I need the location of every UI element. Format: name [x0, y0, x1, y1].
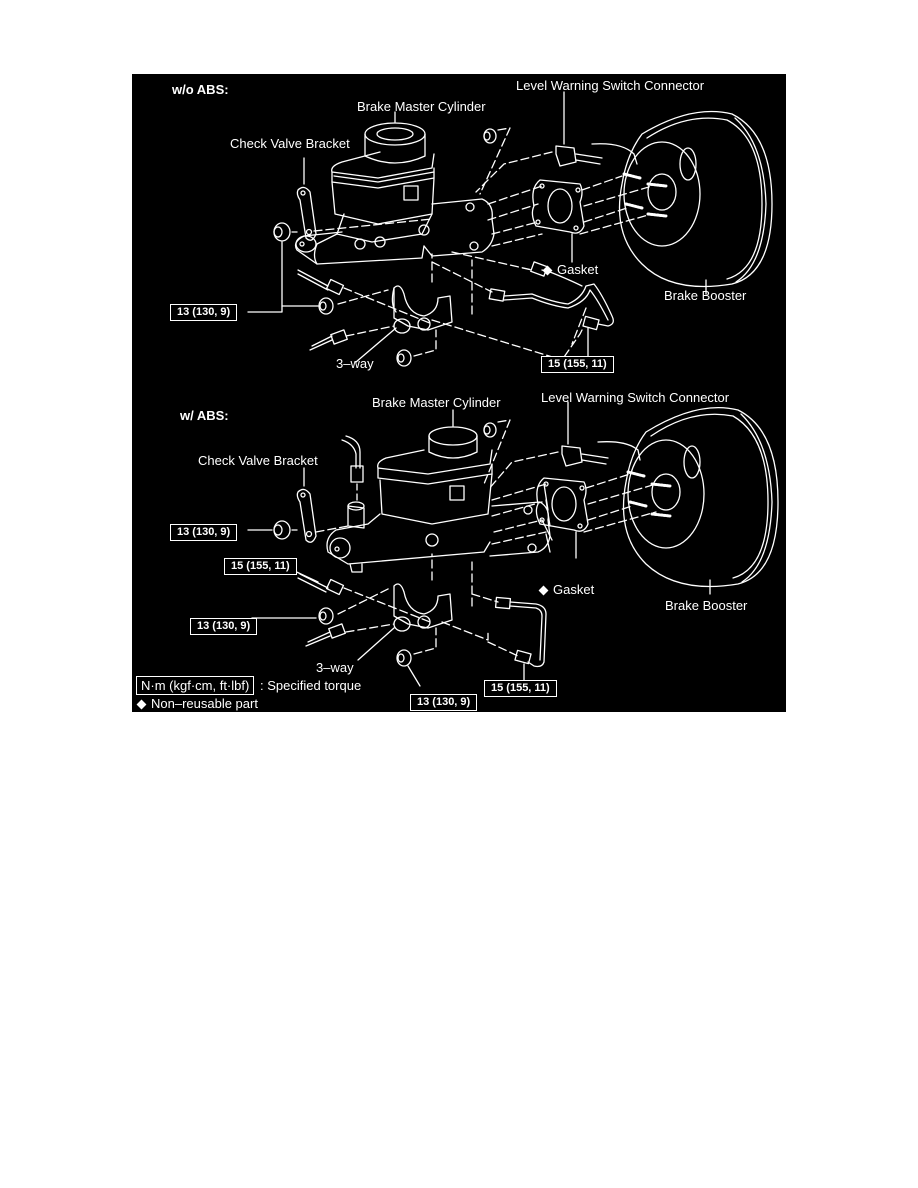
- bottom-level-switch-connector-drawing: [479, 127, 641, 491]
- bottom-brake-tubes-drawing: [471, 593, 547, 681]
- torque-box: 15 (155, 11): [224, 558, 297, 575]
- label-level-warning-switch-connector: Level Warning Switch Connector: [516, 78, 705, 93]
- diamond-icon: [538, 585, 549, 596]
- torque-box: 13 (130, 9): [410, 694, 478, 711]
- diamond-icon: [136, 699, 147, 710]
- top-3way-bracket-drawing: [247, 241, 563, 367]
- torque-box: 15 (155, 11): [484, 680, 557, 697]
- bottom-gasket-drawing: [491, 473, 657, 559]
- torque-box: 13 (130, 9): [190, 618, 258, 635]
- torque-box: 15 (155, 11): [541, 356, 614, 373]
- label-gasket: Gasket: [538, 582, 594, 597]
- top-brake-booster-drawing: [618, 110, 773, 295]
- torque-box: 13 (130, 9): [170, 304, 238, 321]
- legend-non-reusable: Non–reusable part: [136, 696, 258, 711]
- label-check-valve-bracket: Check Valve Bracket: [230, 136, 350, 151]
- legend-torque-description: : Specified torque: [260, 678, 362, 693]
- gasket-text: Gasket: [553, 582, 595, 597]
- section-title-with-abs: w/ ABS:: [180, 408, 229, 423]
- label-3-way: 3–way: [316, 660, 354, 675]
- torque-box: 13 (130, 9): [170, 524, 238, 541]
- label-brake-master-cylinder: Brake Master Cylinder: [372, 395, 501, 410]
- legend-non-reusable-text: Non–reusable part: [151, 696, 258, 711]
- label-gasket: Gasket: [542, 262, 598, 277]
- label-brake-booster: Brake Booster: [664, 288, 747, 303]
- top-master-cylinder-drawing: [294, 111, 495, 265]
- label-brake-master-cylinder: Brake Master Cylinder: [357, 99, 486, 114]
- diagram-panel: w/o ABS: Brake Master Cylinder Check Val…: [132, 74, 786, 712]
- gasket-text: Gasket: [557, 262, 599, 277]
- top-check-valve-bracket-drawing: [273, 157, 433, 242]
- diamond-icon: [542, 265, 553, 276]
- label-3-way: 3–way: [336, 356, 374, 371]
- label-brake-booster: Brake Booster: [665, 598, 748, 613]
- top-level-switch-connector-drawing: [475, 91, 638, 193]
- bottom-brake-booster-drawing: [622, 407, 779, 595]
- bottom-3way-bracket-drawing: [251, 553, 489, 687]
- label-level-warning-switch-connector: Level Warning Switch Connector: [541, 390, 730, 405]
- legend-torque-unit-box: N·m (kgf·cm, ft·lbf): [136, 676, 255, 695]
- top-gasket-drawing: [487, 175, 653, 263]
- bottom-master-cylinder-drawing: [326, 409, 551, 573]
- section-title-without-abs: w/o ABS:: [172, 82, 229, 97]
- label-check-valve-bracket: Check Valve Bracket: [198, 453, 318, 468]
- bottom-check-valve-bracket-drawing: [247, 467, 349, 543]
- exploded-view-drawing: [247, 91, 779, 687]
